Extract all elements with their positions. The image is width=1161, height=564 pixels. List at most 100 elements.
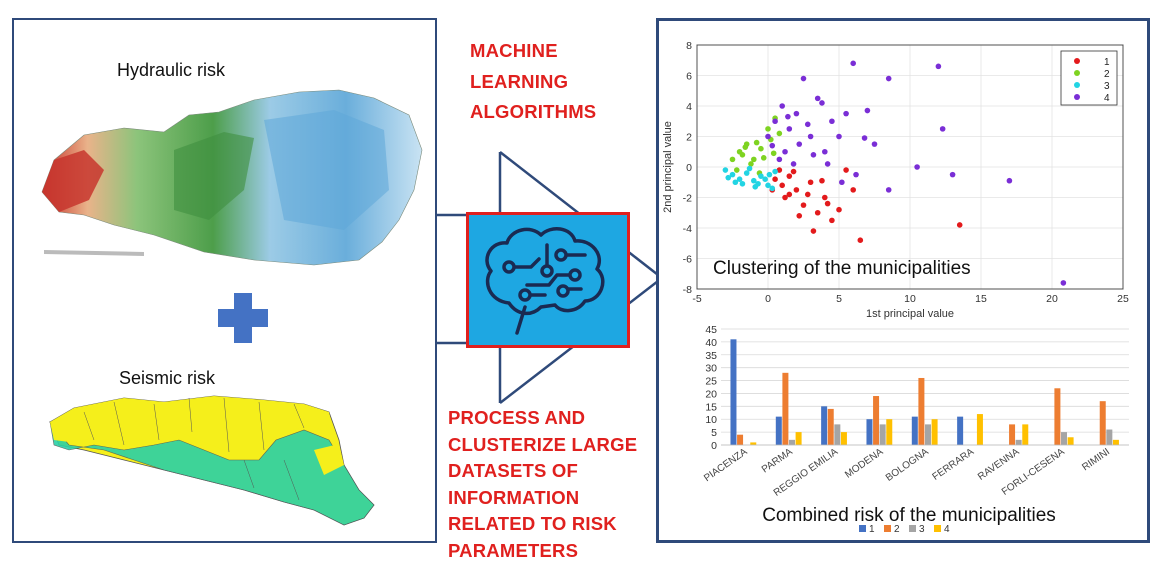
scatter-point <box>822 195 828 201</box>
scatter-point <box>777 131 783 137</box>
legend-marker <box>1074 82 1080 88</box>
scatter-point <box>872 141 878 147</box>
bar <box>918 378 924 445</box>
scatter-title: Clustering of the municipalities <box>713 258 971 279</box>
bar <box>977 414 983 445</box>
scatter-point <box>808 179 814 185</box>
bar <box>796 432 802 445</box>
x-tick-label: 15 <box>975 293 987 305</box>
scatter-point <box>940 126 946 132</box>
scatter-point <box>765 134 771 140</box>
scatter-point <box>787 192 793 198</box>
y-tick-label: 0 <box>686 162 692 174</box>
legend-label: 3 <box>1104 81 1110 92</box>
scatter-point <box>779 183 785 189</box>
scatter-point <box>791 169 797 175</box>
y-tick-label: 40 <box>705 337 717 349</box>
y-tick-label: 25 <box>705 376 717 388</box>
scatter-point <box>734 167 740 173</box>
bar <box>1100 401 1106 445</box>
scatter-point <box>771 150 777 156</box>
process-text: PROCESS AND CLUSTERIZE LARGE DATASETS OF… <box>448 405 637 564</box>
scatter-point <box>811 152 817 158</box>
y-tick-label: 10 <box>705 414 717 426</box>
scatter-point <box>825 161 831 167</box>
bar <box>925 424 931 445</box>
scatter-point <box>886 76 892 82</box>
x-tick-label: -5 <box>692 293 701 305</box>
scatter-point <box>805 192 811 198</box>
scatter-point <box>767 172 773 178</box>
scatter-point <box>801 202 807 208</box>
scatter-point <box>1061 280 1067 286</box>
scatter-point <box>862 135 868 141</box>
scatter-point <box>1007 178 1013 184</box>
bar <box>782 373 788 445</box>
legend-label: 1 <box>1104 57 1110 68</box>
bar <box>957 417 963 445</box>
x-axis-label: 1st principal value <box>866 308 954 320</box>
scatter-point <box>843 167 849 173</box>
scatter-point <box>815 96 821 102</box>
scatter-point <box>723 167 729 173</box>
bar <box>1022 424 1028 445</box>
scatter-point <box>730 157 736 163</box>
scatter-point <box>733 179 739 185</box>
legend-label: 3 <box>919 524 925 535</box>
y-tick-label: 0 <box>711 440 717 452</box>
scatter-point <box>758 146 764 152</box>
bar <box>1016 440 1022 445</box>
scatter-point <box>819 100 825 106</box>
scatter-point <box>769 186 775 192</box>
legend-label: 1 <box>869 524 875 535</box>
x-tick-label: 20 <box>1046 293 1058 305</box>
legend-label: 4 <box>944 524 950 535</box>
scatter-point <box>796 141 802 147</box>
process-line: CLUSTERIZE LARGE <box>448 432 637 459</box>
legend-label: 2 <box>1104 69 1110 80</box>
legend-marker <box>1074 70 1080 76</box>
y-tick-label: 30 <box>705 363 717 375</box>
scatter-point <box>850 61 856 67</box>
scatter-point <box>805 122 811 128</box>
scatter-point <box>865 108 871 114</box>
y-tick-label: 5 <box>711 427 717 439</box>
y-axis-label: 2nd principal value <box>662 121 674 213</box>
bar <box>821 406 827 445</box>
scatter-point <box>785 114 791 120</box>
scatter-point <box>801 76 807 82</box>
bar <box>1106 430 1112 445</box>
scatter-point <box>747 166 753 172</box>
category-label: RIMINI <box>1080 446 1112 473</box>
scatter-point <box>815 210 821 216</box>
y-tick-label: 4 <box>686 101 692 113</box>
bar <box>886 419 892 445</box>
scatter-point <box>957 222 963 228</box>
scatter-point <box>742 144 748 150</box>
scatter-point <box>886 187 892 193</box>
category-label: BOLOGNA <box>884 446 931 484</box>
scatter-point <box>772 176 778 182</box>
bar <box>866 419 872 445</box>
legend-label: 2 <box>894 524 900 535</box>
legend-marker <box>1074 94 1080 100</box>
y-tick-label: -2 <box>683 193 692 205</box>
bar <box>1061 432 1067 445</box>
bar <box>932 419 938 445</box>
scatter-point <box>808 134 814 140</box>
scatter-point <box>843 111 849 117</box>
scatter-point <box>811 228 817 234</box>
category-label: MODENA <box>843 446 886 480</box>
legend-marker <box>1074 58 1080 64</box>
scatter-point <box>791 161 797 167</box>
y-tick-label: -4 <box>683 223 692 235</box>
y-tick-label: 45 <box>705 324 717 336</box>
category-label: FERRARA <box>931 446 977 483</box>
scatter-point <box>829 218 835 224</box>
y-tick-label: -8 <box>683 284 692 296</box>
bar <box>1009 424 1015 445</box>
scatter-point <box>740 152 746 158</box>
process-line: INFORMATION <box>448 485 637 512</box>
scatter-point <box>796 213 802 219</box>
